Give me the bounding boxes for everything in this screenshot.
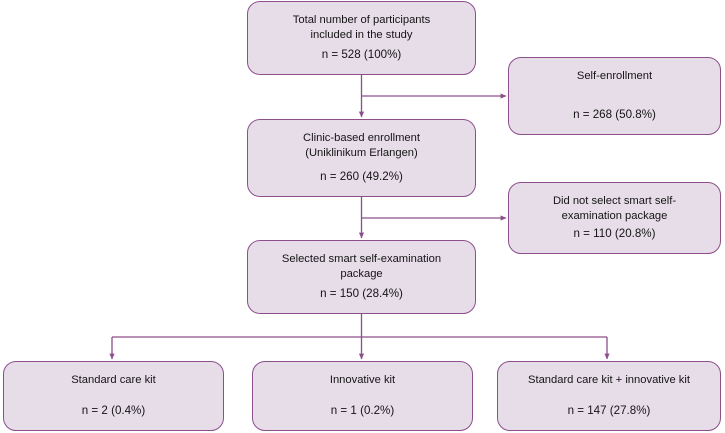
node-standard-care-kit-count: n = 2 (0.4%)	[81, 404, 146, 418]
node-clinic-enrollment: Clinic-based enrollment (Uniklinikum Erl…	[247, 119, 476, 197]
node-did-not-select-package-count: n = 110 (20.8%)	[573, 227, 656, 241]
node-standard-plus-innovative-kit: Standard care kit + innovative kit n = 1…	[497, 361, 721, 431]
node-standard-plus-innovative-kit-title: Standard care kit + innovative kit	[528, 374, 690, 386]
node-self-enrollment: Self-enrollment n = 268 (50.8%)	[508, 57, 721, 135]
node-selected-package-count: n = 150 (28.4%)	[320, 287, 403, 301]
node-innovative-kit: Innovative kit n = 1 (0.2%)	[252, 361, 473, 431]
node-self-enrollment-count: n = 268 (50.8%)	[573, 108, 656, 122]
node-total-participants: Total number of participants included in…	[247, 1, 476, 75]
node-clinic-enrollment-count: n = 260 (49.2%)	[320, 170, 403, 184]
node-selected-package-title: Selected smart self-examination package	[281, 253, 442, 280]
node-innovative-kit-count: n = 1 (0.2%)	[330, 404, 395, 418]
node-clinic-enrollment-title: Clinic-based enrollment (Uniklinikum Erl…	[303, 132, 420, 159]
node-standard-plus-innovative-kit-count: n = 147 (27.8%)	[567, 404, 651, 418]
node-standard-care-kit-title: Standard care kit	[71, 374, 156, 386]
node-total-participants-title: Total number of participants included in…	[292, 14, 431, 41]
node-total-participants-count: n = 528 (100%)	[321, 48, 402, 62]
node-self-enrollment-title: Self-enrollment	[576, 70, 653, 82]
node-selected-package: Selected smart self-examination package …	[247, 240, 476, 314]
node-standard-care-kit: Standard care kit n = 2 (0.4%)	[3, 361, 224, 431]
node-did-not-select-package: Did not select smart self- examination p…	[508, 182, 721, 254]
node-innovative-kit-title: Innovative kit	[329, 374, 396, 386]
node-did-not-select-package-title: Did not select smart self- examination p…	[552, 195, 677, 222]
